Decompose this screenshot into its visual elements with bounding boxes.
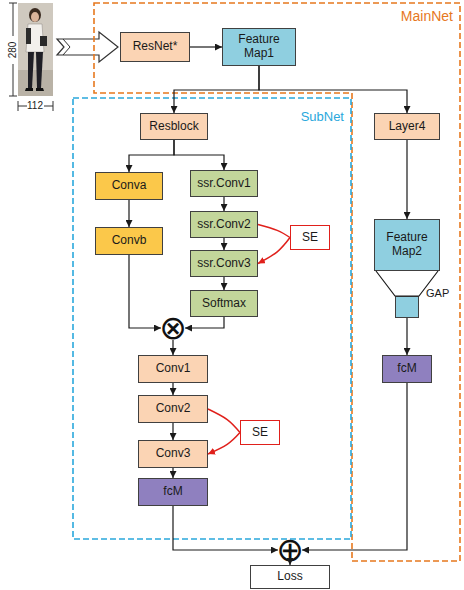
flow-arrow xyxy=(173,506,278,550)
input-block-arrow xyxy=(63,39,70,55)
process-box: Layer4 xyxy=(374,113,440,140)
process-box: Softmax xyxy=(190,290,258,317)
dimension-line xyxy=(18,106,27,107)
process-box: Resblock xyxy=(140,113,208,140)
se-arrow xyxy=(208,433,240,455)
dimension-label: 280 xyxy=(8,42,18,59)
region-label: MainNet xyxy=(401,8,453,24)
feature-map-box: Feature Map2 xyxy=(374,219,440,271)
flow-arrow xyxy=(259,66,407,113)
dimension-line xyxy=(44,106,53,107)
se-arrow xyxy=(258,238,290,264)
person-strap xyxy=(26,28,31,44)
process-box: Conv3 xyxy=(138,440,208,468)
node-label: ResNet* xyxy=(133,40,178,54)
person-bag xyxy=(40,36,47,46)
flow-arrow xyxy=(174,140,224,170)
person-shoe xyxy=(25,88,33,91)
network-region: SubNetResblockConva ssr.Conv1 ssr.Conv2SE s… xyxy=(72,97,352,540)
dimension-tick xyxy=(18,101,19,111)
node-label: Feature Map1 xyxy=(233,33,285,61)
process-box: ResNet* xyxy=(120,32,190,62)
node-label: SE xyxy=(252,426,268,440)
operator-symbol: ⊕ xyxy=(276,538,304,562)
region-outline xyxy=(94,3,460,561)
flow-arrow xyxy=(190,46,222,47)
loss-box: Loss xyxy=(250,565,330,589)
dimension-line xyxy=(13,64,14,96)
person-leg xyxy=(28,52,34,88)
node-label: ssr.Conv3 xyxy=(197,257,250,271)
feature-map-box: Feature Map1 xyxy=(222,28,296,66)
dimension-tick xyxy=(53,101,54,111)
flow-arrow xyxy=(129,140,174,172)
photo-ground xyxy=(18,70,53,96)
person-face xyxy=(31,12,39,22)
pooling-funnel xyxy=(376,271,438,296)
person-hair xyxy=(29,8,41,22)
se-arrow xyxy=(258,225,290,238)
se-block: SE xyxy=(290,225,330,250)
flow-arrow xyxy=(172,468,173,478)
flow-arrow xyxy=(223,238,224,250)
dimension-tick xyxy=(9,3,17,4)
process-box: Convb xyxy=(95,227,163,255)
node-label: GAP xyxy=(426,287,449,299)
flow-arrow xyxy=(174,66,259,113)
process-box: ssr.Conv1 xyxy=(190,170,258,197)
se-arrow xyxy=(208,409,240,433)
fc-box: fcM xyxy=(382,355,432,383)
input-block-arrow xyxy=(57,32,118,62)
operator-symbol: ⊗ xyxy=(159,316,187,340)
flow-arrow xyxy=(289,562,290,565)
node-label: Conva xyxy=(112,179,147,193)
node-label: Loss xyxy=(277,570,302,584)
region-outline xyxy=(72,97,352,540)
process-box: Conv2 xyxy=(138,395,208,423)
flow-arrow xyxy=(302,383,407,550)
flow-arrow xyxy=(223,277,224,290)
node-label: SE xyxy=(302,231,318,245)
flow-arrow xyxy=(223,197,224,211)
flow-arrow xyxy=(172,423,173,440)
sum-symbol: ⊕ xyxy=(278,538,302,562)
node-label: Conv3 xyxy=(156,447,191,461)
flow-arrow xyxy=(185,317,224,328)
flow-arrow xyxy=(406,318,407,355)
node-label: Conv1 xyxy=(156,362,191,376)
node-label: Layer4 xyxy=(389,120,426,134)
node-label: Resblock xyxy=(149,120,198,134)
region-label: SubNet xyxy=(301,109,344,124)
node-label: Softmax xyxy=(202,297,246,311)
node-label: Convb xyxy=(112,234,147,248)
process-box: Conv1 xyxy=(138,355,208,383)
flow-arrow xyxy=(128,200,129,227)
node-label: fcM xyxy=(163,485,182,499)
flow-arrow xyxy=(129,255,161,328)
flow-arrow xyxy=(172,340,173,355)
se-block: SE xyxy=(240,420,280,445)
node-label: fcM xyxy=(397,362,416,376)
process-box: Conva xyxy=(95,172,163,200)
process-box: ssr.Conv3 xyxy=(190,250,258,277)
node-label: Feature Map2 xyxy=(381,231,433,259)
person-shoe xyxy=(36,88,44,91)
dimension-tick xyxy=(9,96,17,97)
node-label: Conv2 xyxy=(156,402,191,416)
node-label: ssr.Conv2 xyxy=(197,218,250,232)
node-label: ssr.Conv1 xyxy=(197,177,250,191)
flow-arrow xyxy=(406,140,407,219)
dimension-line xyxy=(13,3,14,36)
person-leg xyxy=(36,52,43,88)
process-box: ssr.Conv2 xyxy=(190,211,258,238)
region-outline xyxy=(73,98,351,539)
pooling-box: GAP xyxy=(395,296,419,318)
flow-arrow xyxy=(172,383,173,395)
dimension-label: 112 xyxy=(27,101,43,111)
photo-background xyxy=(18,3,53,96)
multiply-symbol: ⊗ xyxy=(161,316,185,340)
fc-box: fcM xyxy=(138,478,208,506)
